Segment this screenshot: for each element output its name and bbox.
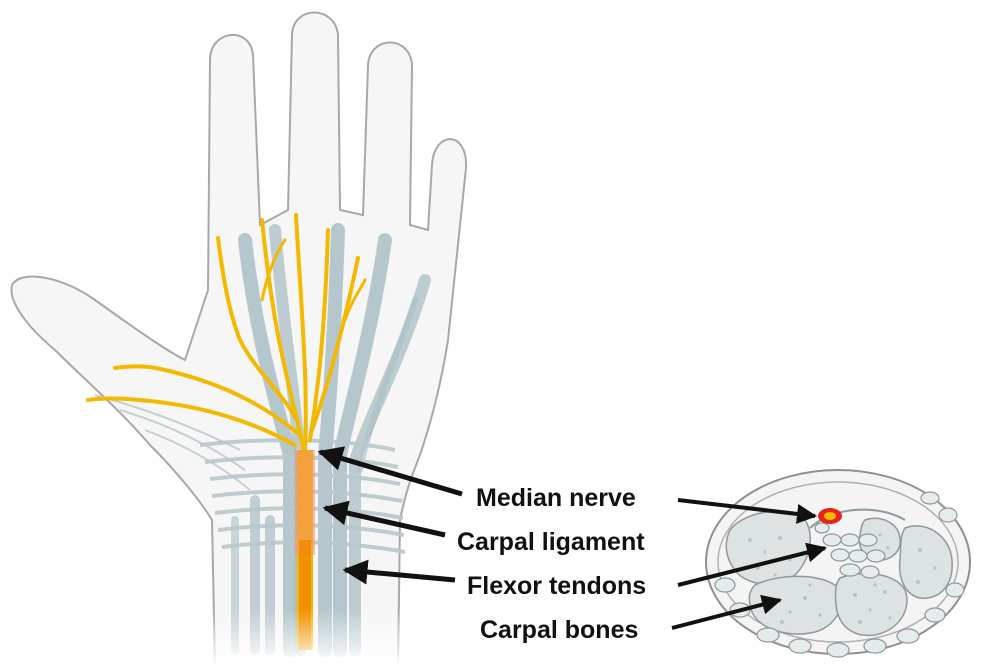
label-flexor-tendons: Flexor tendons: [467, 572, 646, 600]
label-carpal-bones: Carpal bones: [480, 616, 638, 644]
label-median-nerve: Median nerve: [476, 484, 636, 512]
hand-illustration: [11, 13, 466, 667]
compression-zone: [295, 450, 315, 555]
label-carpal-ligament: Carpal ligament: [457, 528, 645, 556]
wrist-cross-section: [704, 462, 986, 667]
